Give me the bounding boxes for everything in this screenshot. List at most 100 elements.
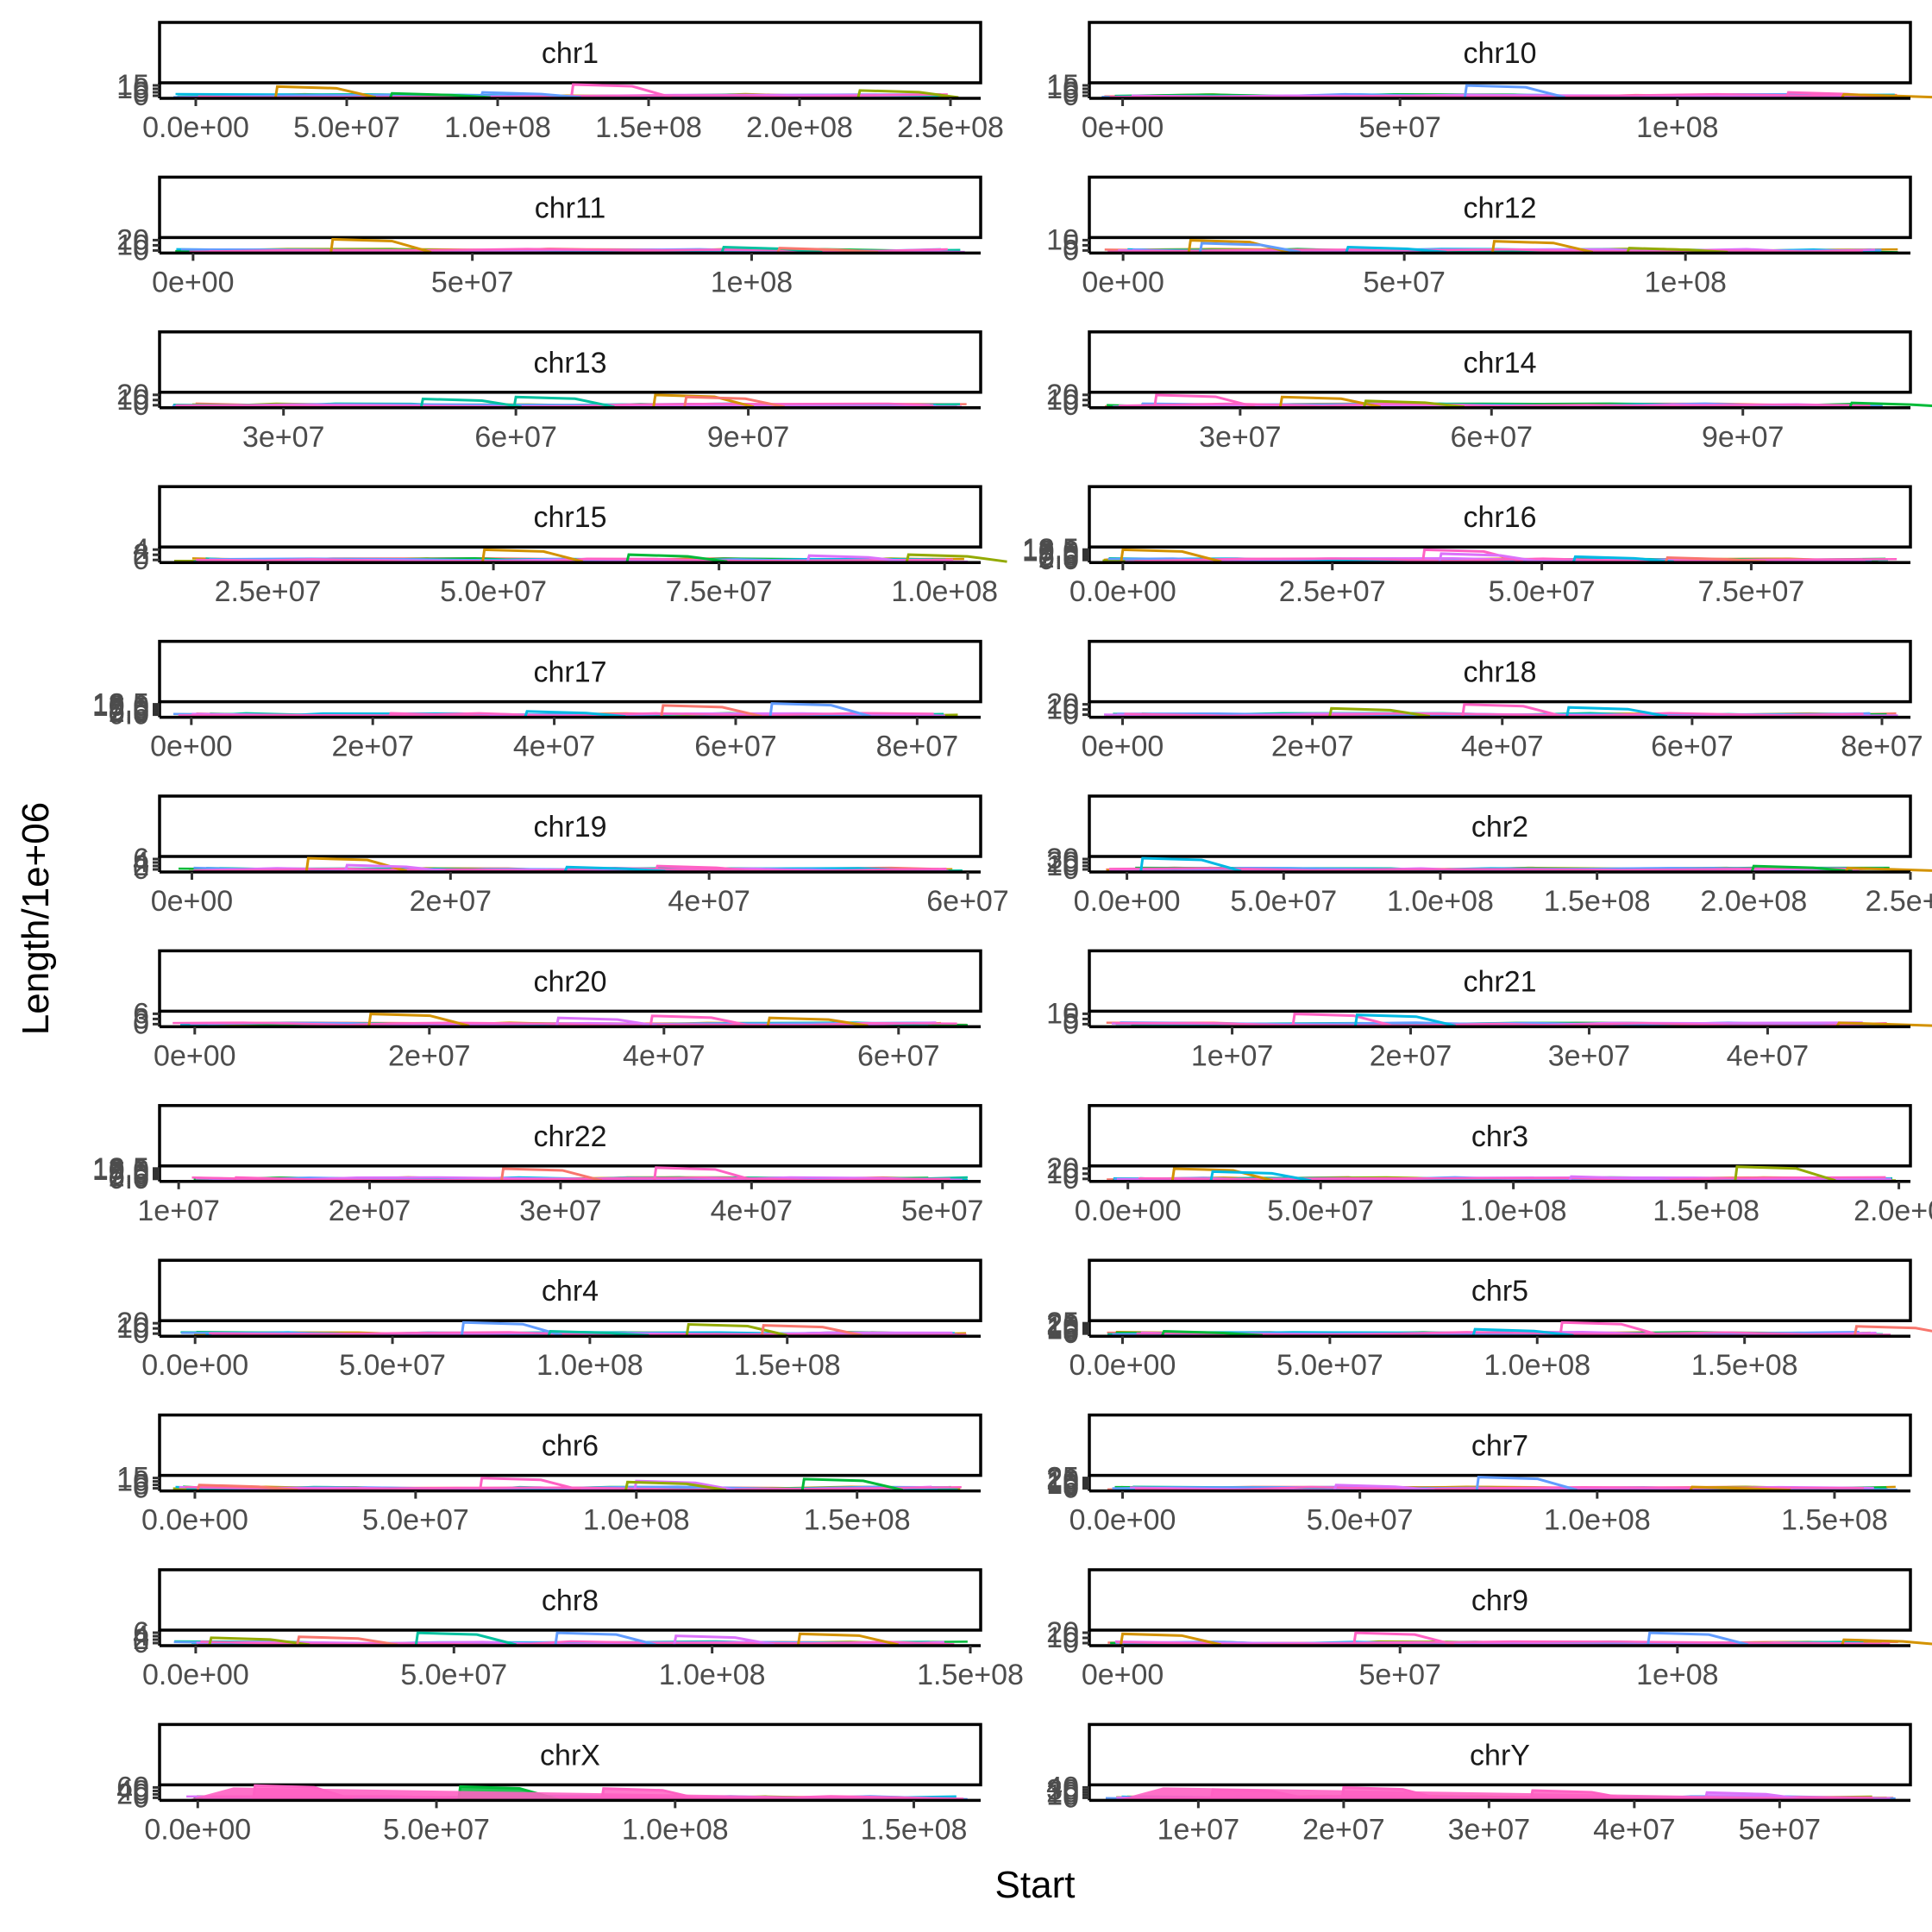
series-line — [172, 1021, 957, 1027]
x-tick-label: 4e+07 — [1727, 1039, 1810, 1072]
series-peak — [1345, 246, 1447, 254]
y-tick-label: 10 — [1046, 1157, 1079, 1190]
x-tick-label: 1.0e+08 — [536, 1349, 643, 1382]
x-tick-label: 1.0e+08 — [444, 111, 551, 144]
x-tick-label: 2e+07 — [1271, 731, 1354, 763]
series-peak — [1363, 399, 1465, 409]
y-tick-label: 40 — [1046, 1771, 1079, 1803]
series-peak — [367, 1013, 470, 1027]
y-tick-label: 15 — [1046, 69, 1079, 102]
strip-box — [158, 1413, 982, 1477]
series-peak — [1475, 1476, 1578, 1492]
x-tick-label: 0.0e+00 — [1070, 1349, 1176, 1382]
series-peak — [343, 863, 446, 873]
series-area — [185, 1787, 946, 1801]
x-tick-label: 1.5e+08 — [1691, 1349, 1798, 1382]
y-tick-label: 5.0 — [109, 694, 149, 727]
x-tick-label: 0.0e+00 — [142, 111, 249, 144]
y-tick-label: 10 — [1046, 997, 1079, 1030]
series-peak — [1848, 401, 1932, 408]
y-tick-label: 10 — [116, 229, 149, 261]
y-tick-label: 10 — [1046, 72, 1079, 105]
y-tick-label: 10 — [1046, 1468, 1079, 1501]
strip-label: chr15 — [533, 501, 606, 534]
x-tick-label: 2.5e+07 — [1279, 575, 1386, 608]
y-tick-label: 25 — [1046, 1462, 1079, 1495]
series-peak — [683, 395, 786, 409]
strip-label: chr3 — [1471, 1120, 1528, 1153]
strip-box — [158, 1722, 982, 1787]
y-tick-label: 20 — [1046, 1776, 1079, 1809]
series-peak — [570, 83, 673, 99]
y-tick-label: 2.5 — [109, 1160, 149, 1193]
y-tick-label: 10 — [1046, 693, 1079, 726]
y-tick-label: 0 — [1063, 1163, 1079, 1195]
y-tick-label: 4 — [133, 1620, 149, 1653]
series-peak — [1750, 864, 1853, 873]
strip-box — [1088, 1568, 1912, 1632]
x-tick-label: 5.0e+07 — [339, 1349, 446, 1382]
x-tick-label: 8e+07 — [1841, 731, 1923, 763]
y-tick-label: 5 — [1063, 1315, 1079, 1348]
series-peak — [776, 247, 879, 254]
y-tick-label: 7.5 — [109, 692, 149, 724]
series-peak — [196, 1484, 298, 1492]
y-tick-label: 20 — [1046, 1152, 1079, 1185]
series-peak — [1559, 1320, 1661, 1337]
x-tick-label: 0.0e+00 — [141, 1504, 248, 1537]
series-peak — [524, 710, 626, 718]
x-tick-label: 1.0e+08 — [1387, 885, 1494, 918]
x-tick-label: 0.0e+00 — [141, 1349, 248, 1382]
series-peak — [1352, 1631, 1455, 1647]
series-peak — [1209, 1170, 1312, 1182]
series-peak — [500, 1167, 603, 1182]
x-tick-label: 9e+07 — [1702, 421, 1785, 454]
series-peak — [419, 398, 522, 409]
x-tick-label: 5.0e+07 — [362, 1504, 469, 1537]
series-peak — [768, 702, 871, 718]
series-line — [1132, 93, 1874, 98]
y-tick-label: 20 — [116, 1307, 149, 1339]
y-tick-label: 0 — [133, 389, 149, 422]
x-tick-label: 0e+00 — [151, 885, 234, 918]
x-tick-label: 0.0e+00 — [1074, 885, 1181, 918]
x-tick-label: 2.0e+0 — [1854, 1195, 1932, 1227]
x-tick-label: 4e+07 — [668, 885, 750, 918]
strip-label: chr18 — [1463, 656, 1536, 689]
x-tick-label: 6e+07 — [694, 731, 777, 763]
x-tick-label: 1e+07 — [137, 1195, 220, 1227]
series-line — [196, 557, 954, 563]
strip-box — [1088, 330, 1912, 394]
y-tick-label: 0 — [1063, 1472, 1079, 1505]
x-tick-label: 5.0e+07 — [1267, 1195, 1374, 1227]
y-tick-label: 20 — [1046, 1309, 1079, 1342]
strip-box — [158, 949, 982, 1013]
y-tick-label: 5 — [1063, 1470, 1079, 1502]
series-peak — [1161, 1329, 1263, 1337]
y-tick-label: 20 — [1046, 688, 1079, 721]
x-tick-label: 3e+07 — [1199, 421, 1282, 454]
series-line — [1124, 712, 1864, 718]
strip-label: chr13 — [533, 347, 606, 380]
strip-box — [158, 639, 982, 704]
series-peak — [563, 865, 666, 873]
x-tick-label: 2e+07 — [388, 1039, 471, 1072]
y-tick-label: 25 — [1046, 1307, 1079, 1339]
x-tick-label: 2e+07 — [1302, 1813, 1385, 1846]
x-tick-label: 0e+00 — [150, 731, 233, 763]
y-tick-label: 20 — [1046, 1616, 1079, 1649]
x-tick-label: 0e+00 — [152, 266, 235, 298]
series-line — [200, 1640, 955, 1647]
series-peak — [1278, 395, 1381, 409]
x-tick-label: 9e+07 — [707, 421, 790, 454]
x-tick-label: 1e+08 — [1644, 266, 1727, 298]
x-tick-label: 7.5e+07 — [666, 575, 773, 608]
y-tick-label: 3 — [133, 1002, 149, 1035]
x-tick-label: 1.0e+08 — [1544, 1504, 1651, 1537]
